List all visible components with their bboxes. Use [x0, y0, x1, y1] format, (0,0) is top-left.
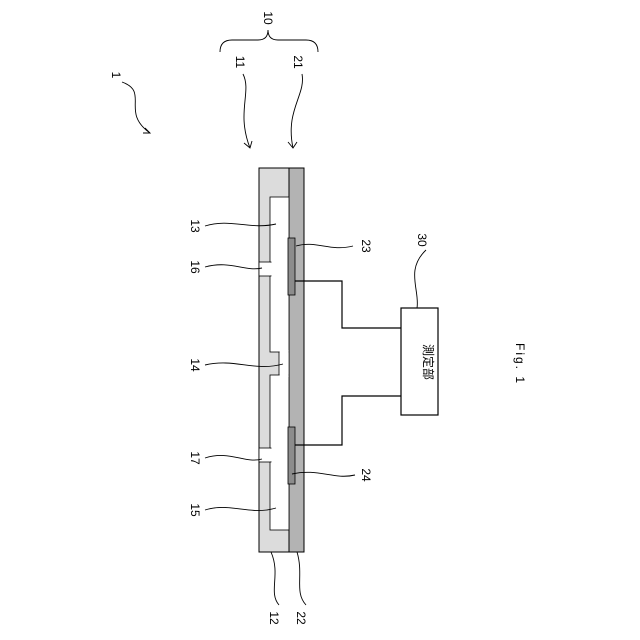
label-1: 1: [109, 72, 123, 79]
cavity-15: [270, 375, 289, 530]
label-12: 12: [267, 611, 281, 625]
label-23: 23: [359, 239, 373, 253]
leader-17: [205, 455, 262, 460]
wire-top: [295, 281, 401, 328]
measurement-unit-text: 測定部: [421, 344, 436, 380]
electrode-23: [288, 238, 295, 295]
brace-10: [220, 30, 318, 52]
leader-12: [271, 552, 279, 605]
leader-21: [291, 74, 302, 148]
substrate-22: [289, 168, 304, 552]
label-24: 24: [359, 468, 373, 482]
cavity-13: [270, 197, 289, 352]
label-15: 15: [188, 503, 202, 517]
leader-11: [243, 74, 250, 148]
leader-22: [297, 552, 306, 605]
label-16: 16: [188, 260, 202, 274]
leader-23: [296, 244, 353, 247]
label-17: 17: [188, 451, 202, 465]
label-30: 30: [415, 233, 429, 247]
electrode-24: [288, 427, 295, 484]
leader-1: [122, 82, 150, 133]
label-22: 22: [294, 611, 308, 625]
label-13: 13: [188, 219, 202, 233]
leader-30: [415, 250, 426, 308]
figure-caption: Fig. 1: [513, 343, 527, 385]
wire-bottom: [295, 396, 401, 445]
label-14: 14: [188, 358, 202, 372]
label-11: 11: [233, 56, 247, 69]
label-21: 21: [291, 55, 305, 69]
label-10: 10: [261, 11, 275, 25]
leader-16: [205, 265, 262, 269]
